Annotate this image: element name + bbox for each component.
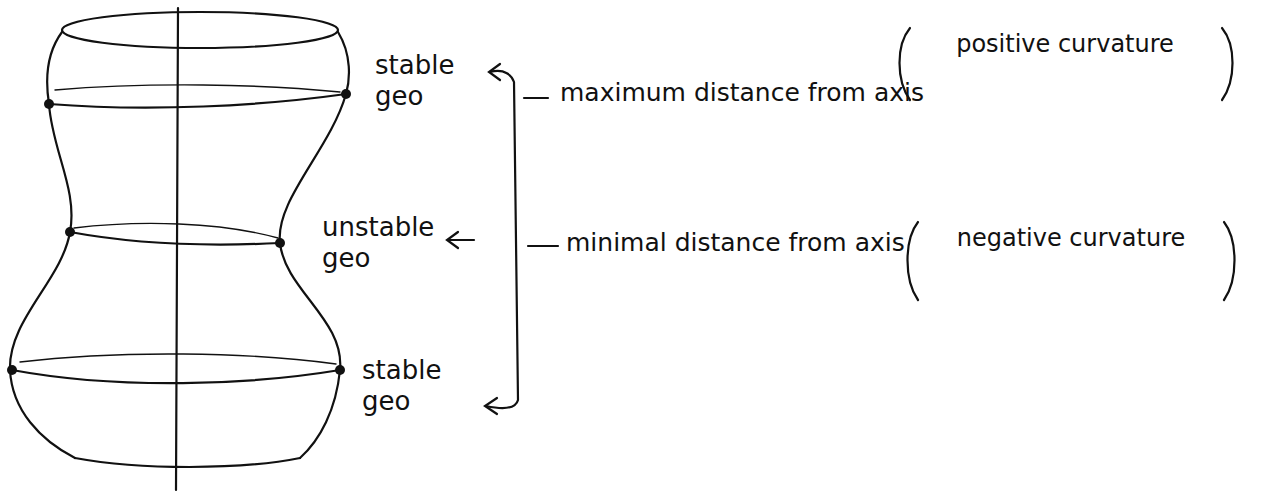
arrowhead bbox=[485, 398, 497, 414]
axis-line bbox=[176, 8, 178, 490]
point-dot bbox=[335, 365, 345, 375]
waist-circle-back bbox=[74, 223, 278, 238]
point-dot bbox=[275, 238, 285, 248]
arrowhead bbox=[489, 64, 500, 80]
waist-circle bbox=[70, 232, 280, 244]
point-dot bbox=[65, 227, 75, 237]
dash bbox=[524, 97, 548, 99]
curvature-note: positive curvature bbox=[915, 30, 1215, 59]
max-circle-bottom bbox=[12, 370, 340, 383]
bracket bbox=[486, 71, 518, 408]
curvature-note: negative curvature bbox=[925, 224, 1217, 253]
paren bbox=[1224, 222, 1235, 300]
annotation-text: maximum distance from axis bbox=[560, 78, 924, 108]
point-dot bbox=[341, 89, 351, 99]
arrowhead bbox=[447, 232, 458, 248]
left-profile bbox=[10, 32, 75, 458]
geodesic-label: unstable geo bbox=[322, 212, 440, 274]
annotation-text: minimal distance from axis bbox=[566, 228, 905, 258]
geodesic-label: stable geo bbox=[375, 50, 475, 112]
arrow-line bbox=[448, 239, 474, 241]
paren bbox=[1222, 28, 1233, 100]
max-circle-top bbox=[49, 94, 346, 108]
paren bbox=[908, 222, 919, 300]
top-rim bbox=[62, 12, 338, 48]
dash bbox=[528, 245, 558, 247]
bottom-curve bbox=[75, 458, 300, 467]
point-dot bbox=[44, 99, 54, 109]
geodesic-label: stable geo bbox=[362, 355, 462, 417]
max-circle-top-back bbox=[55, 85, 340, 92]
point-dot bbox=[7, 365, 17, 375]
max-circle-bottom-back bbox=[20, 354, 336, 364]
